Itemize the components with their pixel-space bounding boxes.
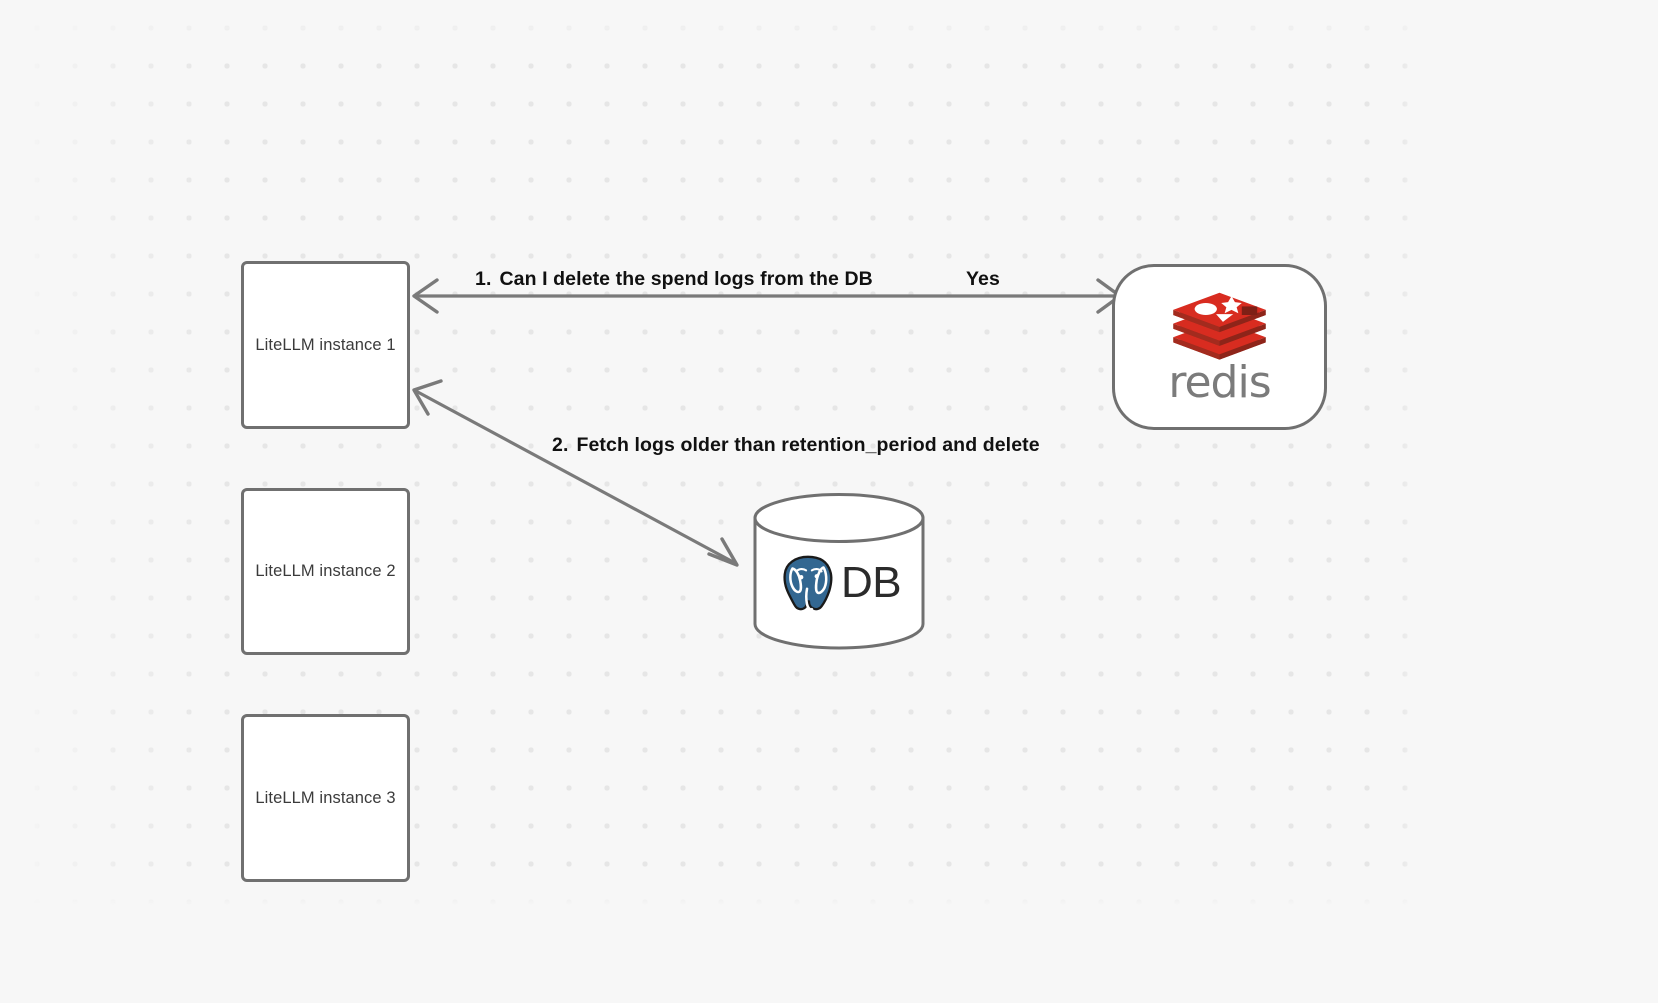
edge-label-text: Can I delete the spend logs from the DB: [499, 268, 873, 290]
database-content: DB: [752, 544, 926, 622]
node-litellm-instance-2[interactable]: LiteLLM instance 2: [241, 488, 410, 655]
node-litellm-instance-1[interactable]: LiteLLM instance 1: [241, 261, 410, 429]
database-label: DB: [840, 558, 902, 607]
edge-step-number: 2.: [552, 434, 569, 456]
edge-step-number: 1.: [475, 268, 492, 290]
node-label: LiteLLM instance 3: [255, 788, 396, 807]
node-database[interactable]: DB: [752, 492, 926, 650]
postgresql-elephant-icon: [782, 554, 834, 612]
node-label: LiteLLM instance 1: [255, 335, 396, 354]
edge-label-response: Yes: [966, 268, 1000, 290]
node-label: LiteLLM instance 2: [255, 562, 396, 580]
edge-label-step-1: 1. Can I delete the spend logs from the D…: [475, 268, 873, 291]
edge-label-step-2: 2. Fetch logs older than retention_period…: [552, 434, 1040, 457]
cylinder-shape: [753, 493, 925, 650]
redis-logo-icon: [1167, 291, 1272, 363]
redis-wordmark: redis: [1168, 357, 1271, 408]
node-redis[interactable]: redis: [1112, 264, 1327, 430]
node-litellm-instance-3[interactable]: LiteLLM instance 3: [241, 714, 410, 882]
edge-label-text: Fetch logs older than retention_period a…: [576, 434, 1040, 456]
